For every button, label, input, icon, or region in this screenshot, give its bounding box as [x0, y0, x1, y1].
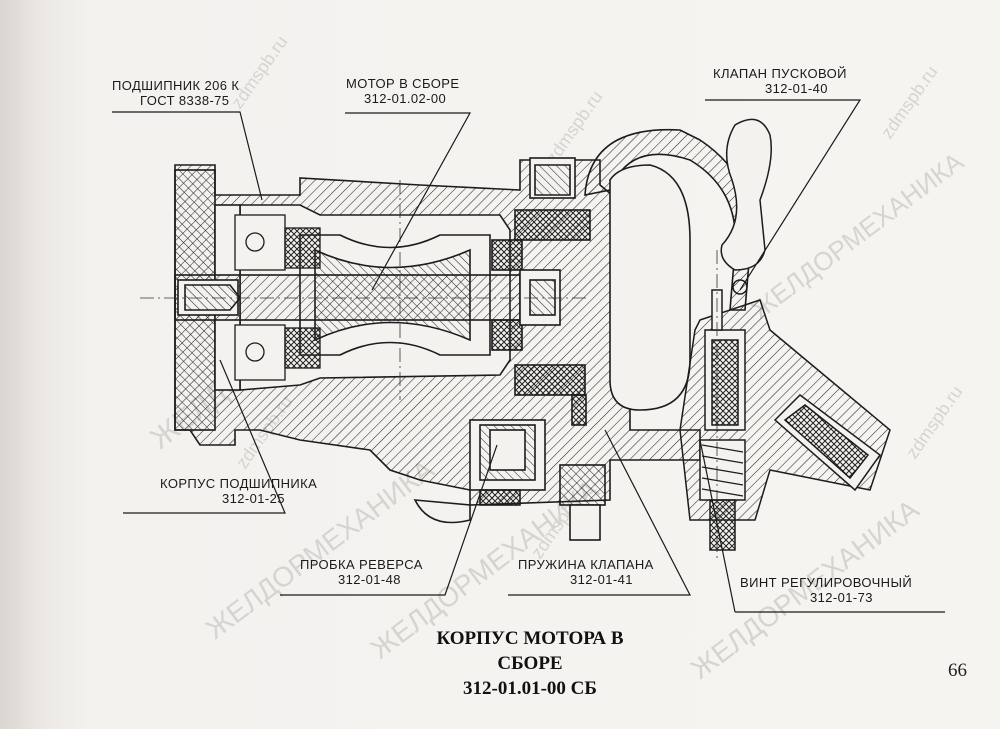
watermark-text: ЖЕЛДОРМЕХАНИКА	[746, 146, 970, 325]
label-bearing-housing: КОРПУС ПОДШИПНИКА 312-01-25	[160, 476, 317, 506]
label-valve-spring: ПРУЖИНА КЛАПАНА 312-01-41	[518, 557, 654, 587]
watermark-text: zdmspb.ru	[902, 382, 967, 462]
motor-housing	[174, 128, 753, 541]
label-bearing-housing-code: 312-01-25	[222, 491, 285, 506]
watermark-text: zdmspb.ru	[877, 62, 942, 142]
leader-adjust-screw	[699, 439, 945, 613]
watermark-text: zdmspb.ru	[542, 87, 607, 167]
page-number: 66	[948, 660, 967, 681]
leader-lines	[112, 99, 945, 613]
bearing-left	[234, 214, 321, 381]
label-reverse-plug-name: ПРОБКА РЕВЕРСА	[300, 557, 423, 572]
label-reverse-plug-code: 312-01-48	[338, 572, 401, 587]
label-start-valve-name: КЛАПАН ПУСКОВОЙ	[713, 66, 847, 81]
valve-assembly	[679, 118, 891, 551]
label-start-valve-code: 312-01-40	[765, 81, 828, 96]
leader-bearing-housing	[123, 359, 286, 514]
label-bearing: ПОДШИПНИК 206 К ГОСТ 8338-75	[112, 78, 239, 108]
label-bearing-housing-name: КОРПУС ПОДШИПНИКА	[160, 476, 318, 491]
label-valve-spring-name: ПРУЖИНА КЛАПАНА	[518, 557, 654, 572]
leader-motor	[345, 112, 472, 291]
label-motor-name: МОТОР В СБОРЕ	[346, 76, 460, 91]
label-adjust-screw: ВИНТ РЕГУЛИРОВОЧНЫЙ 312-01-73	[740, 575, 912, 605]
title-line-2: СБОРЕ	[497, 653, 563, 674]
label-motor-code: 312-01.02-00	[364, 91, 447, 106]
centre-lines	[140, 180, 718, 560]
leader-bearing	[112, 111, 263, 201]
label-adjust-screw-code: 312-01-73	[810, 590, 873, 605]
title-line-1: КОРПУС МОТОРА В	[436, 628, 624, 649]
leader-reverse-plug	[280, 444, 498, 596]
label-reverse-plug: ПРОБКА РЕВЕРСА 312-01-48	[300, 557, 423, 587]
label-valve-spring-code: 312-01-41	[570, 572, 633, 587]
label-bearing-standard: ГОСТ 8338-75	[140, 93, 230, 108]
leader-valve-spring	[508, 429, 691, 596]
label-start-valve: КЛАПАН ПУСКОВОЙ 312-01-40	[713, 66, 847, 96]
label-bearing-name: ПОДШИПНИК 206 К	[112, 78, 240, 93]
title-line-3: 312-01.01-00 СБ	[463, 678, 597, 699]
label-motor: МОТОР В СБОРЕ 312-01.02-00	[346, 76, 459, 106]
drawing-title: КОРПУС МОТОРА В СБОРЕ 312-01.01-00 СБ	[380, 626, 680, 701]
leader-start-valve	[705, 99, 862, 291]
label-adjust-screw-name: ВИНТ РЕГУЛИРОВОЧНЫЙ	[740, 575, 913, 590]
